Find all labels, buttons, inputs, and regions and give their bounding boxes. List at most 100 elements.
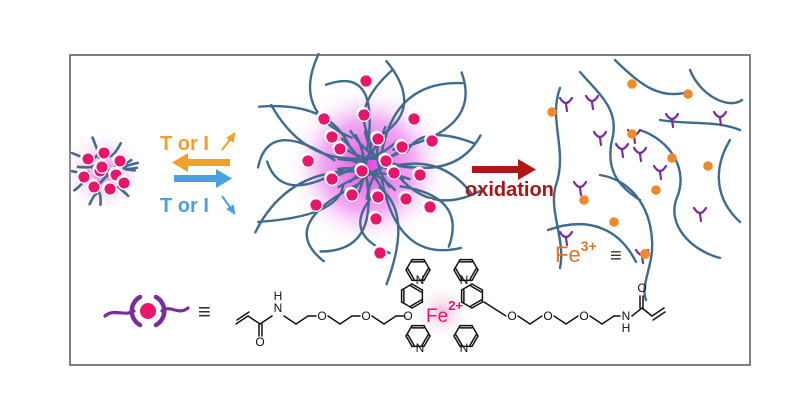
oxidation-arrow — [472, 159, 536, 180]
bond — [460, 301, 473, 309]
crosslink-ring — [370, 188, 382, 201]
crosslink-node — [113, 154, 127, 168]
bond — [471, 283, 484, 291]
fe3-label: Fe3+ — [555, 238, 597, 267]
bond — [405, 324, 413, 337]
crosslink-ring — [372, 244, 384, 257]
bond — [601, 315, 615, 325]
crosslink-node — [371, 132, 385, 146]
crosslink-ring — [324, 128, 336, 141]
crosslinker-symbol — [103, 294, 190, 328]
bond — [471, 301, 484, 309]
bond — [641, 307, 653, 317]
polymer-strand — [688, 68, 744, 105]
fe3-ion-dot — [627, 79, 637, 89]
crosslink-node — [395, 140, 409, 154]
bond — [405, 269, 413, 282]
polymer-strand — [598, 173, 654, 302]
fe3-ion-dot — [547, 107, 557, 117]
polymer-strand — [362, 68, 394, 143]
bond — [471, 335, 479, 348]
fe3-ion-dot — [683, 89, 693, 99]
polymer-strand — [378, 186, 400, 286]
polymer-strand — [308, 52, 353, 139]
collapsed-crosslinks — [76, 144, 131, 196]
bond — [529, 315, 543, 325]
polymer-strand — [613, 58, 690, 96]
crosslink-node — [371, 190, 385, 204]
crosslink-node — [355, 164, 369, 178]
decrease-arrow-icon — [221, 195, 236, 216]
crosslink-ring — [112, 152, 124, 165]
atom-label: N — [416, 341, 425, 355]
polymer-strand — [116, 185, 130, 198]
atom-label: N — [460, 341, 469, 355]
crosslink-ring — [324, 170, 336, 183]
bond — [565, 315, 579, 325]
fe3-legend: Fe3+ ≡ — [555, 238, 650, 267]
atom-label: H — [622, 321, 631, 335]
bond — [283, 315, 297, 325]
atom-label: H — [274, 289, 283, 303]
swollen-nanogel — [254, 52, 484, 286]
bond — [651, 307, 665, 317]
ligand-stem — [658, 170, 663, 181]
fe3-ions — [547, 79, 713, 227]
polymer-strand — [546, 222, 638, 264]
crosslink-ring — [378, 152, 390, 165]
crosslink-ring — [344, 186, 356, 199]
crosslink-ring — [108, 166, 120, 179]
atom-label: N — [622, 309, 631, 323]
bond — [383, 315, 397, 325]
swollen-crosslinks — [300, 72, 439, 260]
bond — [470, 285, 482, 293]
crosslink-node — [423, 200, 437, 214]
bond — [327, 315, 341, 325]
bond — [455, 268, 463, 280]
polymer-strand — [658, 118, 742, 132]
bond — [405, 258, 413, 271]
bond — [236, 311, 250, 321]
ligand-stem — [598, 136, 603, 147]
fe3-ion-dot — [579, 195, 589, 205]
structure-bonds — [235, 258, 666, 348]
crosslink-node — [413, 168, 427, 182]
polymer-strand — [552, 86, 563, 270]
ligand-stem — [620, 148, 625, 159]
atom-label: O — [255, 335, 264, 349]
crosslink-ring — [86, 178, 98, 191]
crosslink-ring — [424, 132, 436, 145]
ligand-stem — [564, 102, 569, 113]
crosslink-node — [309, 198, 323, 212]
crosslink-ring — [332, 140, 344, 153]
polymer-strand — [399, 185, 454, 248]
fe3-ion-dot — [703, 161, 713, 171]
bond — [421, 334, 429, 346]
atom-label: O — [543, 309, 552, 323]
ligand-stem — [564, 236, 569, 247]
bond — [371, 315, 385, 325]
bond — [421, 268, 429, 280]
crosslink-ring — [386, 164, 398, 177]
bond — [400, 301, 413, 309]
ligand-stem — [638, 152, 643, 163]
bond — [453, 335, 461, 348]
swollen-strands — [254, 52, 484, 286]
crosslink-node — [359, 74, 373, 88]
atom-label: O — [507, 309, 516, 323]
crosslinker-equiv-symbol: ≡ — [198, 299, 211, 324]
crosslink-ring — [80, 150, 92, 163]
crosslink-node — [333, 142, 347, 156]
crosslink-node — [369, 212, 383, 226]
crosslink-node — [379, 154, 393, 168]
polymer-strand — [122, 161, 140, 172]
crosslink-node — [97, 146, 111, 160]
crosslink-ring — [368, 210, 380, 223]
crosslink-ring — [394, 138, 406, 151]
polymer-strand — [638, 128, 722, 260]
bond — [247, 315, 261, 325]
crosslink-node — [317, 112, 331, 126]
bond — [410, 299, 422, 307]
